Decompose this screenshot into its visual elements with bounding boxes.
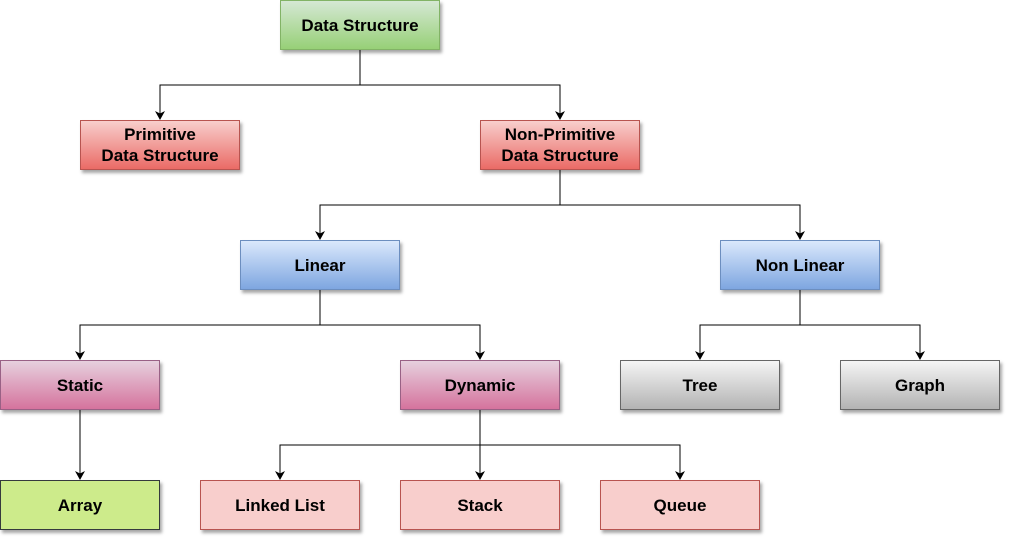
node-label: Tree	[682, 375, 718, 395]
node-dynamic: Dynamic	[400, 360, 560, 410]
node-queue: Queue	[600, 480, 760, 530]
edge-dynamic-to-linked_list	[275, 410, 481, 480]
edge-linear-to-dynamic	[319, 290, 485, 360]
node-label: Linear	[294, 255, 346, 275]
node-label: Data Structure	[301, 15, 419, 35]
node-label: Queue	[653, 495, 707, 515]
node-label: Non-Primitive Data Structure	[501, 125, 619, 165]
node-primitive-data-structure: Primitive Data Structure	[80, 120, 240, 170]
node-label: Non Linear	[755, 255, 845, 275]
node-label: Dynamic	[444, 375, 516, 395]
node-linear: Linear	[240, 240, 400, 290]
edge-non_linear-to-graph	[799, 290, 925, 360]
node-label: Static	[56, 375, 104, 395]
node-non-linear: Non Linear	[720, 240, 880, 290]
node-array: Array	[0, 480, 160, 530]
edge-data_structure-to-primitive	[155, 50, 361, 120]
edge-non_primitive-to-linear	[315, 170, 561, 240]
edge-non_linear-to-tree	[695, 290, 801, 360]
node-stack: Stack	[400, 480, 560, 530]
node-static: Static	[0, 360, 160, 410]
node-non-primitive-data-structure: Non-Primitive Data Structure	[480, 120, 640, 170]
node-label: Linked List	[235, 495, 325, 515]
node-data-structure: Data Structure	[280, 0, 440, 50]
node-label: Array	[57, 495, 103, 515]
edge-data_structure-to-non_primitive	[359, 50, 565, 120]
node-tree: Tree	[620, 360, 780, 410]
edge-linear-to-static	[75, 290, 321, 360]
node-label: Stack	[457, 495, 503, 515]
edge-dynamic-to-queue	[479, 410, 685, 480]
node-graph: Graph	[840, 360, 1000, 410]
edge-non_primitive-to-non_linear	[559, 170, 805, 240]
node-linked-list: Linked List	[200, 480, 360, 530]
node-label: Primitive Data Structure	[101, 125, 219, 165]
node-label: Graph	[894, 375, 946, 395]
